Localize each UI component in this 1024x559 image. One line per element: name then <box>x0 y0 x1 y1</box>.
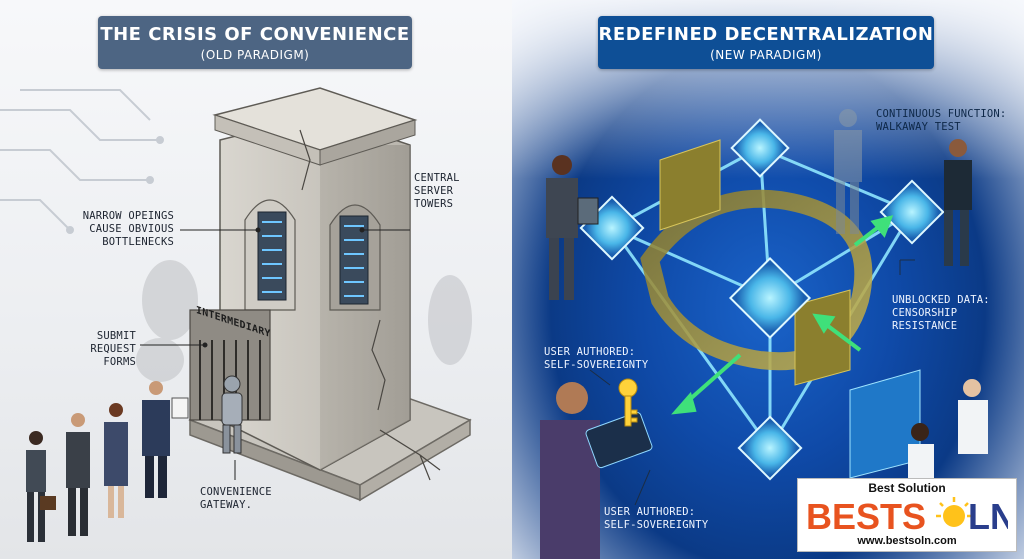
person-leaving <box>944 139 972 266</box>
logo-word-right: LN <box>968 496 1008 535</box>
key-icon <box>618 378 638 427</box>
person-with-key <box>540 378 653 559</box>
person-3 <box>104 403 128 518</box>
old-paradigm-title: THE CRISIS OF CONVENIENCE <box>100 24 410 45</box>
self-sovereignty-label-top: USER AUTHORED: SELF-SOVEREIGNTY <box>544 346 649 371</box>
person-2 <box>66 413 90 536</box>
circuit-lines <box>0 89 164 234</box>
node-center <box>728 256 812 340</box>
bottlenecks-label: NARROW OPEINGS CAUSE OBVIOUS BOTTLENECKS <box>82 210 174 248</box>
green-arrows <box>671 215 894 415</box>
node-right <box>879 179 945 245</box>
waiting-queue <box>26 381 189 542</box>
old-paradigm-subtitle: (OLD PARADIGM) <box>200 48 310 62</box>
new-paradigm-subtitle: (NEW PARADIGM) <box>710 48 822 62</box>
request-forms-label: SUBMIT REQUEST FORMS <box>90 330 136 368</box>
person-tablet <box>546 155 599 300</box>
sun-icon <box>936 497 972 527</box>
logo-url: www.bestsoln.com <box>857 535 957 547</box>
scientists <box>908 379 988 484</box>
tablet <box>585 411 653 469</box>
bestsoln-logo: Best Solution BESTS LN www.bestsoln.com <box>797 478 1017 552</box>
new-paradigm-title-box: REDEFINED DECENTRALIZATION (NEW PARADIGM… <box>598 16 934 69</box>
new-paradigm-title: REDEFINED DECENTRALIZATION <box>598 24 934 45</box>
logo-word-left: BESTS <box>806 496 926 535</box>
logo-wordmark: BESTS LN <box>806 496 1008 535</box>
logo-tagline: Best Solution <box>868 481 946 495</box>
leader-lines-right <box>589 259 915 506</box>
node-bottom <box>737 415 803 481</box>
walkaway-test-label: CONTINUOUS FUNCTION: WALKAWAY TEST <box>876 108 1007 133</box>
old-paradigm-title-box: THE CRISIS OF CONVENIENCE (OLD PARADIGM) <box>98 16 412 69</box>
censorship-resistance-label: UNBLOCKED DATA: CENSORSHIP RESISTANCE <box>892 294 990 332</box>
data-ribbon <box>640 189 873 371</box>
armored-guard <box>221 375 243 454</box>
node-top <box>730 118 790 178</box>
leader-lines-left <box>140 227 410 480</box>
server-rack-left <box>257 211 287 301</box>
person-walking-away <box>834 109 862 234</box>
code-panels <box>659 139 921 479</box>
convenience-gateway-label: CONVENIENCE GATEWAY. <box>200 486 272 511</box>
server-tower <box>189 87 441 481</box>
request-form <box>171 397 189 419</box>
person-4 <box>142 381 189 498</box>
self-sovereignty-label-bottom: USER AUTHORED: SELF-SOVEREIGNTY <box>604 506 709 531</box>
person-1 <box>26 431 56 542</box>
server-towers-label: CENTRAL SERVER TOWERS <box>414 172 460 210</box>
smoke <box>136 260 472 382</box>
